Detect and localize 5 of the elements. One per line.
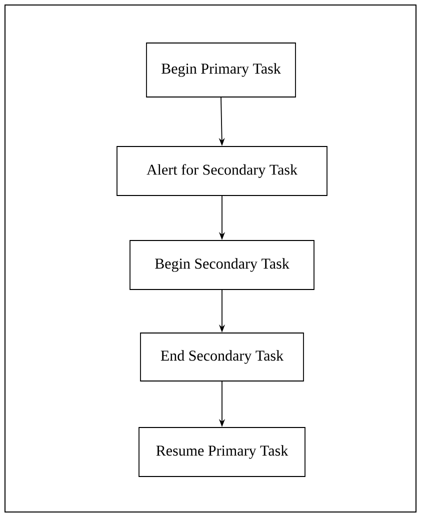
- process-box: End Secondary Task: [140, 332, 304, 382]
- process-box: Begin Primary Task: [146, 42, 296, 98]
- process-box: Alert for Secondary Task: [116, 146, 328, 196]
- process-box: Resume Primary Task: [138, 427, 306, 477]
- process-box: Begin Secondary Task: [130, 240, 314, 290]
